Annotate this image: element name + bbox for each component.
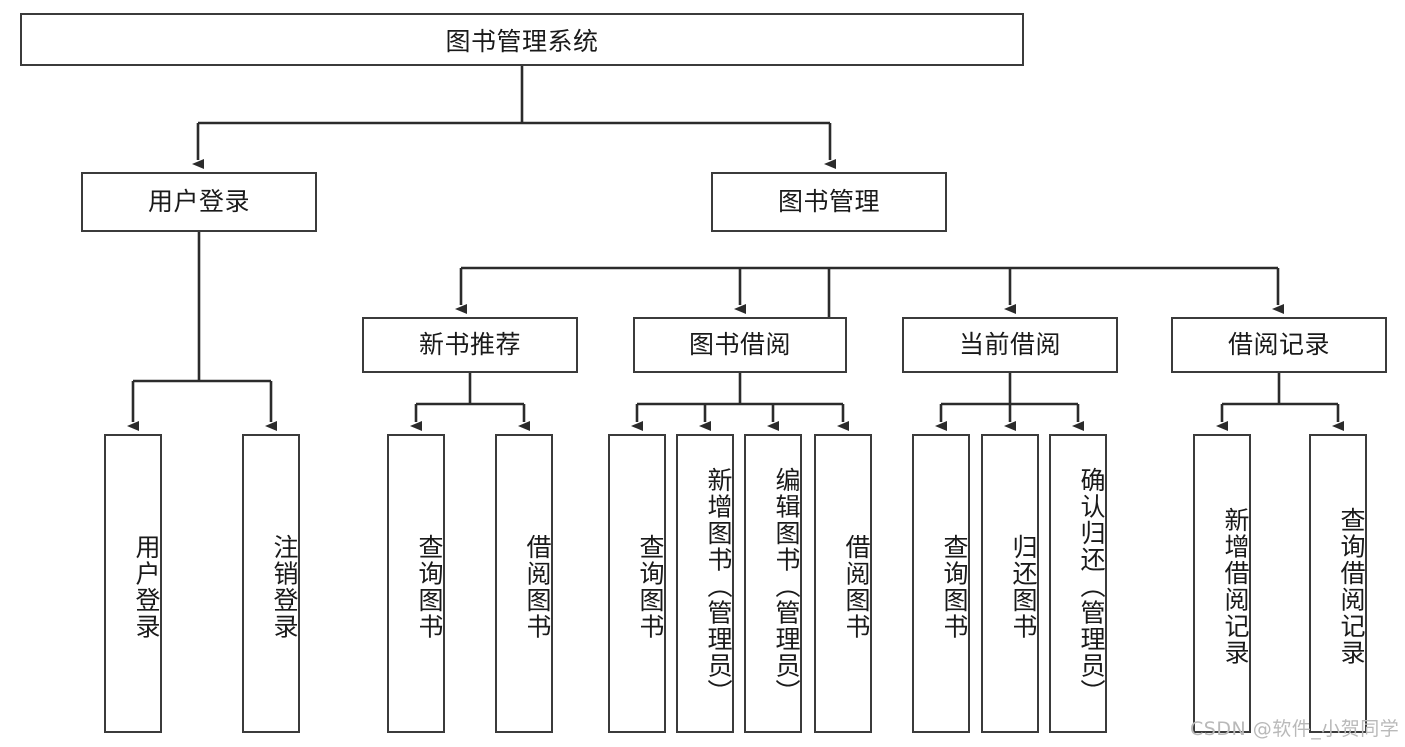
leaf-return-book-label: 归还图书 (1009, 533, 1038, 640)
leaf-add-book-admin[interactable]: 新增图书（管理员） (676, 434, 734, 733)
leaf-borrow-book-recommend[interactable]: 借阅图书 (495, 434, 553, 733)
leaf-query-book-current[interactable]: 查询图书 (912, 434, 970, 733)
leaf-query-book-recommend-label: 查询图书 (415, 533, 444, 640)
node-book-borrow[interactable]: 图书借阅 (633, 317, 847, 373)
watermark-csdn: CSDN @软件_小贺同学 (1190, 718, 1400, 740)
node-new-book-recommend-label: 新书推荐 (418, 330, 521, 360)
node-book-management-label: 图书管理 (777, 187, 880, 217)
node-book-management[interactable]: 图书管理 (711, 172, 947, 232)
leaf-add-borrow-record-label: 新增借阅记录 (1221, 507, 1250, 666)
node-new-book-recommend[interactable]: 新书推荐 (362, 317, 578, 373)
leaf-edit-book-admin[interactable]: 编辑图书（管理员） (744, 434, 802, 733)
leaf-logout-label: 注销登录 (270, 533, 299, 640)
node-root[interactable]: 图书管理系统 (20, 13, 1024, 66)
leaf-logout[interactable]: 注销登录 (242, 434, 300, 733)
leaf-user-login-label: 用户登录 (132, 533, 161, 640)
leaf-borrow-book-recommend-label: 借阅图书 (523, 533, 552, 640)
node-borrow-record-label: 借阅记录 (1227, 330, 1330, 360)
leaf-query-book-current-label: 查询图书 (940, 533, 969, 640)
leaf-add-borrow-record[interactable]: 新增借阅记录 (1193, 434, 1251, 733)
leaf-confirm-return-admin-label: 确认归还（管理员） (1077, 467, 1106, 706)
node-borrow-record[interactable]: 借阅记录 (1171, 317, 1387, 373)
leaf-query-book-recommend[interactable]: 查询图书 (387, 434, 445, 733)
leaf-confirm-return-admin[interactable]: 确认归还（管理员） (1049, 434, 1107, 733)
node-current-borrow[interactable]: 当前借阅 (902, 317, 1118, 373)
leaf-add-book-admin-label: 新增图书（管理员） (704, 467, 733, 706)
leaf-query-book-borrow-label: 查询图书 (636, 533, 665, 640)
node-user-login-label: 用户登录 (147, 187, 250, 217)
node-root-label: 图书管理系统 (445, 26, 599, 56)
leaf-query-book-borrow[interactable]: 查询图书 (608, 434, 666, 733)
leaf-query-borrow-record[interactable]: 查询借阅记录 (1309, 434, 1367, 733)
node-user-login[interactable]: 用户登录 (81, 172, 317, 232)
leaf-query-borrow-record-label: 查询借阅记录 (1337, 507, 1366, 666)
leaf-borrow-book[interactable]: 借阅图书 (814, 434, 872, 733)
node-current-borrow-label: 当前借阅 (958, 330, 1061, 360)
leaf-borrow-book-label: 借阅图书 (842, 533, 871, 640)
leaf-edit-book-admin-label: 编辑图书（管理员） (772, 467, 801, 706)
leaf-return-book[interactable]: 归还图书 (981, 434, 1039, 733)
node-book-borrow-label: 图书借阅 (688, 330, 791, 360)
leaf-user-login[interactable]: 用户登录 (104, 434, 162, 733)
